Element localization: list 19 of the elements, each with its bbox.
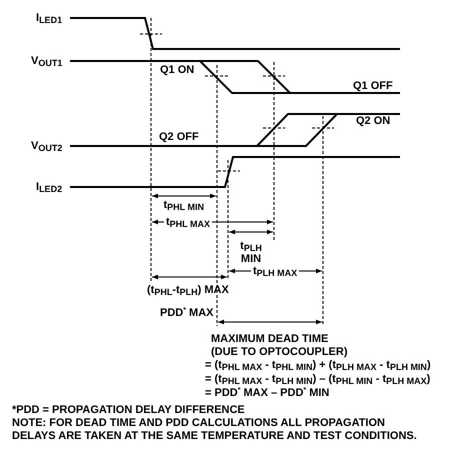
state-label: Q1 ON bbox=[160, 64, 194, 76]
state-label: Q2 ON bbox=[356, 114, 390, 128]
heading-text: MAXIMUM DEAD TIME (DUE TO OPTOCOUPLER) bbox=[211, 333, 348, 359]
signal-label: V$_{OUT1}$ bbox=[31, 54, 62, 68]
state-label: Q2 OFF bbox=[159, 130, 199, 144]
timing-label: PDD$^{*}$ MAX bbox=[160, 306, 214, 320]
timing-label: t$_{PHL MIN}$ bbox=[164, 198, 204, 212]
state-label: Q1 OFF bbox=[353, 80, 393, 92]
timing-label: (t$_{PHL}$-t$_{PLH}$) MAX bbox=[147, 284, 229, 296]
timing-label: t$_{PHL MAX}$ bbox=[164, 216, 212, 228]
formula-text: = (t$_{PHL MAX}$ - t$_{PHL MIN}$) + (t$_{PLH MAX}$ - t$_{PLH MIN}$) bbox=[205, 358, 431, 372]
timing-label: t$_{PLH MAX}$ bbox=[251, 264, 300, 278]
signal-label: V$_{OUT2}$ bbox=[31, 140, 62, 152]
signal-label: I$_{LED1}$ bbox=[36, 12, 62, 24]
formula-text: = PDD$^{*}$ MAX – PDD$^{*}$ MIN bbox=[205, 386, 330, 400]
footnote-text: *PDD = PROPAGATION DELAY DIFFERENCE bbox=[12, 404, 245, 416]
note-text: NOTE: FOR DEAD TIME AND PDD CALCULATIONS ALL PROPAGATION DELAYS ARE TAKEN AT THE SAME TEMPERATURE AND TEST CONDITIONS. bbox=[12, 417, 418, 443]
formula-text: = (t$_{PHL MAX}$ - t$_{PLH MIN}$) – (t$_{PHL MIN}$ - t$_{PLH MAX}$) bbox=[205, 372, 430, 386]
signal-label: I$_{LED2}$ bbox=[36, 180, 62, 194]
